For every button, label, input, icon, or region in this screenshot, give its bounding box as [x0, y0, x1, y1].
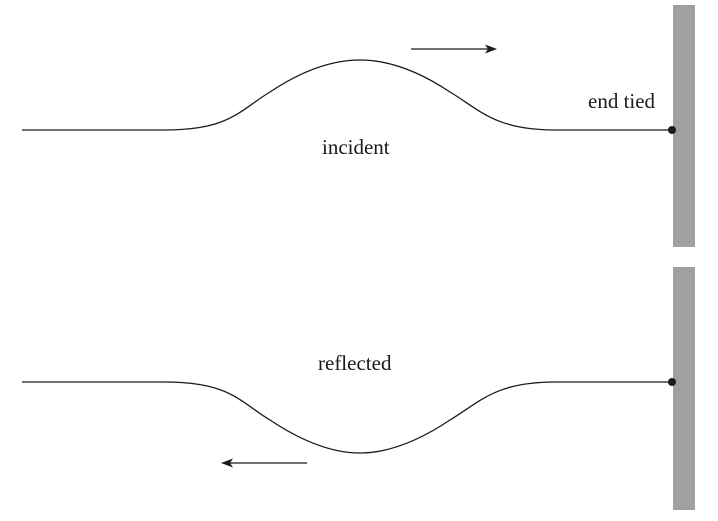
reflected-panel: reflected — [22, 267, 695, 510]
reflected-pulse — [22, 381, 672, 454]
incident-pulse — [22, 59, 672, 131]
tie-point-bottom — [668, 378, 676, 386]
tie-point-top — [668, 126, 676, 134]
wall-top — [673, 5, 695, 247]
incident-label: incident — [322, 135, 390, 159]
arrow-right-icon — [411, 44, 497, 54]
incident-panel: end tied incident — [22, 5, 695, 247]
reflected-label: reflected — [318, 351, 392, 375]
arrow-left-icon — [221, 458, 307, 468]
end-tied-label: end tied — [588, 89, 656, 113]
wall-bottom — [673, 267, 695, 510]
